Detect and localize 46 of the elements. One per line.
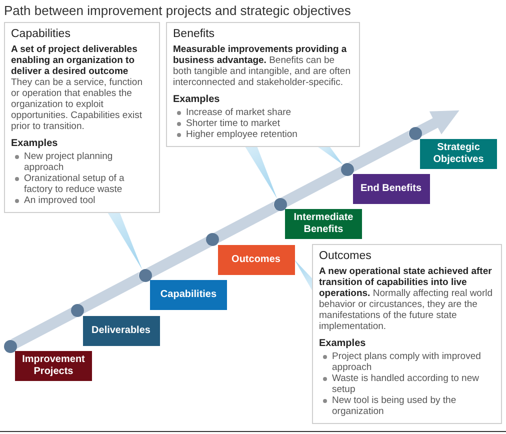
examples-heading: Examples xyxy=(11,138,59,150)
milestone-box: Capabilities xyxy=(150,280,227,310)
example-item: An improved tool xyxy=(24,195,96,206)
example-item: New project planning approach xyxy=(24,151,113,173)
milestone-box: End Benefits xyxy=(352,174,430,204)
callout-box xyxy=(312,244,502,424)
milestone-box: Intermediate Benefits xyxy=(285,209,362,240)
definition-text: A set of project deliverables enabling an organization to deliver a desired outcome xyxy=(11,44,138,77)
description-text: They can be a service, function or operation that enables the organization to exploit opportunities. Capabilities exist prior to transition. xyxy=(11,77,144,132)
callout-pointer xyxy=(245,147,278,199)
milestone-box: Outcomes xyxy=(218,244,294,275)
example-item: Increase of market share xyxy=(186,107,292,118)
example-item: Higher employee retention xyxy=(186,129,298,140)
milestone-dot-icon xyxy=(341,162,354,176)
milestone-dot-icon xyxy=(408,127,422,140)
arrow-band xyxy=(10,307,77,350)
callout-heading: Outcomes xyxy=(319,249,372,263)
example-item: New tool is being used by the organization xyxy=(332,395,456,417)
milestone-box: Improvement Projects xyxy=(15,351,92,381)
example-item: Shorter time to market xyxy=(186,118,280,129)
diagram-title: Path between improvement projects and strategic objectives xyxy=(4,3,351,18)
arrow-band xyxy=(146,236,212,278)
milestone-dot-icon xyxy=(4,340,16,352)
milestone-dot-icon xyxy=(71,304,84,318)
example-item: Waste is handled according to new setup xyxy=(332,373,479,395)
arrow-band xyxy=(213,201,280,244)
description-text: Measurable improvements providing a business advantage. Benefits can be both tangible and intangible, and are often interconnected and stakeholder-specific. xyxy=(173,44,352,88)
callout-heading: Benefits xyxy=(173,27,216,41)
callout-box xyxy=(166,22,360,147)
callout-pointer xyxy=(108,213,142,270)
milestone-box: Deliverables xyxy=(82,316,160,346)
callout-box xyxy=(4,22,160,213)
examples-heading: Examples xyxy=(319,338,367,350)
callout-pointer xyxy=(294,260,312,290)
callout-pointer xyxy=(318,147,343,165)
callout-heading: Capabilities xyxy=(11,27,72,41)
arrow-band xyxy=(348,130,414,172)
milestone-dot-icon xyxy=(206,233,219,246)
examples-heading: Examples xyxy=(173,94,221,106)
description-text: A new operational state achieved after transition of capabilities into live operations. Normally affecting real world behavior or circustances, they are the manifestations of the future state implementation. xyxy=(319,266,494,332)
block-arrow xyxy=(416,110,460,137)
arrow-band xyxy=(280,166,347,208)
arrow-band xyxy=(78,272,144,314)
example-item: Oranizational setup of a factory to reduce waste xyxy=(24,173,124,195)
milestone-box: Strategic Objectives xyxy=(420,138,497,169)
example-item: Project plans comply with improved approach xyxy=(332,351,481,373)
